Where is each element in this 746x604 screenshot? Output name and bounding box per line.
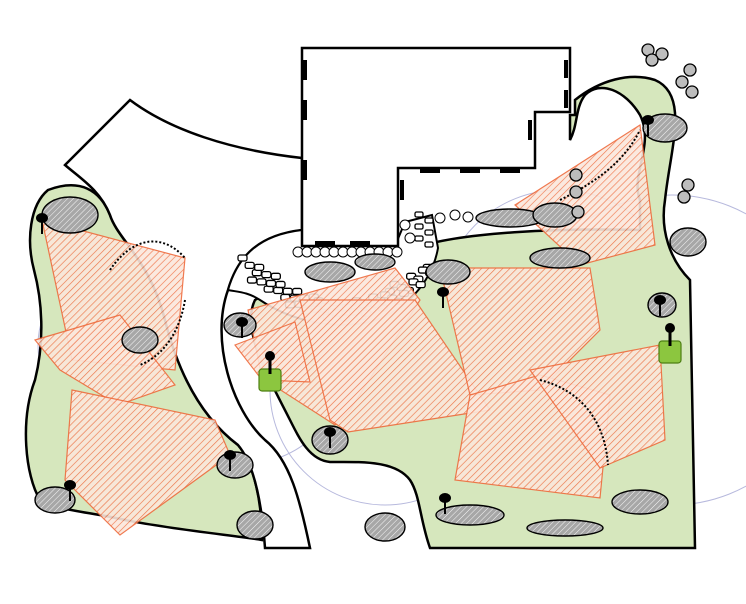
paver-stone: [273, 286, 284, 295]
shrub: [434, 212, 446, 224]
stepping-stone-icon: [681, 178, 695, 192]
spray-coverage-zones: [33, 123, 666, 536]
stepping-stone-icon: [655, 47, 669, 61]
shrub: [391, 246, 403, 258]
spray-arc: [539, 379, 609, 466]
sprinkler-head-icon: [437, 287, 449, 308]
house-footprint: [300, 46, 572, 248]
boulder-icon: [532, 202, 578, 228]
boulder-icon: [435, 504, 505, 526]
boulder-icon: [121, 326, 159, 354]
stepping-stone-icon: [571, 205, 585, 219]
house-wall-details: [303, 60, 568, 245]
boulder-icon: [304, 261, 356, 283]
paver-stone: [275, 280, 286, 289]
boulder-icon: [529, 247, 591, 269]
spray-arc: [139, 299, 186, 366]
paver-stone: [424, 229, 434, 236]
stepping-stones: [569, 43, 699, 219]
sprinkler-head-icon: [324, 427, 336, 448]
sprinkler-head-icon: [439, 493, 451, 514]
paver-stone: [270, 272, 281, 280]
spray-zone: [64, 389, 231, 536]
boulder-icon: [669, 227, 707, 257]
sprinkler-head-icon: [236, 317, 248, 338]
paver-stone: [254, 263, 265, 272]
paver-stone: [292, 287, 303, 296]
valve-boxes: [258, 323, 682, 392]
paver-stone: [244, 261, 255, 270]
paver-stone: [265, 279, 277, 288]
sprinkler-head-icon: [224, 450, 236, 471]
boulder-icon: [642, 113, 688, 143]
shrub: [399, 219, 411, 231]
sprinkler-head-icon: [36, 213, 48, 234]
stepping-stone-icon: [569, 185, 583, 199]
paver-stone: [414, 223, 424, 230]
shrub: [404, 232, 416, 244]
paver-stone: [256, 278, 267, 286]
boulder-icon: [34, 486, 76, 514]
paver-stone: [414, 211, 424, 218]
sprinkler-head-icon: [64, 480, 76, 501]
spray-zone: [33, 314, 176, 406]
sprinkler-heads: [36, 115, 666, 514]
spray-zone: [299, 299, 492, 433]
boulder-icon: [41, 196, 99, 234]
paver-stone: [415, 280, 426, 289]
stepping-stone-icon: [683, 63, 697, 77]
paver-stone: [424, 217, 434, 224]
boulder-icon: [425, 259, 471, 285]
paver-stone: [246, 276, 258, 284]
stepping-stone-icon: [685, 85, 699, 99]
paver-stone: [261, 270, 272, 279]
paver-stone: [414, 235, 424, 242]
paver-stone: [282, 287, 293, 295]
shrub: [462, 211, 474, 223]
boulder-icon: [526, 519, 604, 537]
stepping-stone-icon: [645, 53, 659, 67]
stepping-stone-icon: [677, 190, 691, 204]
valve-box-icon: [658, 323, 682, 364]
boulder-icon: [354, 253, 396, 271]
spray-zone: [528, 344, 666, 469]
stepping-stone-icon: [675, 75, 689, 89]
paver-stone: [237, 254, 248, 262]
sprinkler-head-icon: [654, 295, 666, 316]
boulder-icon: [236, 510, 274, 540]
stepping-stone-icon: [569, 168, 583, 182]
shrub: [449, 209, 461, 221]
boulder-icon: [611, 489, 669, 515]
paver-stone: [424, 241, 434, 248]
boulder-icon: [364, 512, 406, 542]
valve-box-icon: [258, 351, 282, 392]
sprinkler-head-icon: [642, 115, 654, 136]
